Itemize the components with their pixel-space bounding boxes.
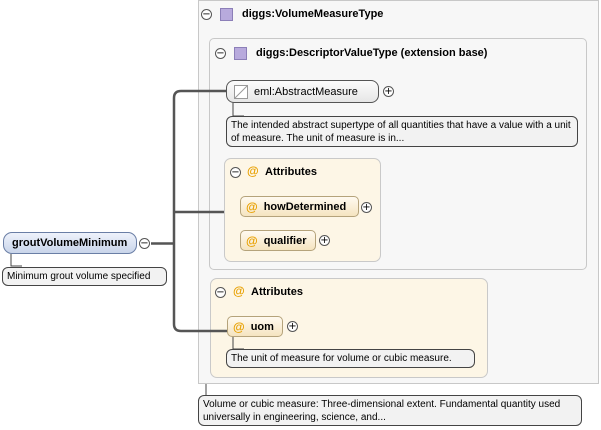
attribute-at-icon: @ [246, 233, 258, 248]
abstract-element-name: eml:AbstractMeasure [254, 85, 358, 98]
expand-abstract-button[interactable]: + [383, 86, 394, 97]
attributes-at-icon: @ [247, 164, 259, 178]
attribute-uom[interactable]: @ uom [227, 316, 283, 337]
type-panel-title: diggs:VolumeMeasureType [242, 8, 384, 20]
root-doc-pointer [10, 254, 22, 267]
base-type-icon [234, 47, 247, 60]
collapse-root-button[interactable]: − [139, 238, 150, 249]
uom-doc: The unit of measure for volume or cubic … [226, 349, 475, 368]
attribute-name: qualifier [263, 234, 307, 247]
abstract-measure-doc: The intended abstract supertype of all q… [226, 116, 578, 147]
attribute-how-determined[interactable]: @ howDetermined [240, 196, 359, 217]
expand-uom-button[interactable]: + [287, 321, 298, 332]
attribute-name: howDetermined [263, 200, 347, 213]
root-element-name: groutVolumeMinimum [12, 237, 128, 249]
attribute-at-icon: @ [246, 199, 258, 214]
own-attributes-at-icon: @ [233, 284, 245, 298]
collapse-base-button[interactable]: − [215, 48, 226, 59]
attribute-name: uom [250, 320, 274, 333]
collapse-own-attributes-button[interactable]: − [215, 287, 226, 298]
expand-qualifier-button[interactable]: + [319, 235, 330, 246]
base-panel-title: diggs:DescriptorValueType (extension bas… [256, 47, 488, 59]
attribute-at-icon: @ [233, 319, 245, 334]
root-element-grout-volume-minimum[interactable]: groutVolumeMinimum [3, 232, 137, 254]
own-attributes-title: Attributes [251, 286, 303, 298]
expand-how-determined-button[interactable]: + [361, 202, 372, 213]
collapse-type-button[interactable]: − [201, 9, 212, 20]
root-doc: Minimum grout volume specified [2, 267, 167, 286]
abstract-element-icon [234, 84, 248, 99]
base-attributes-title: Attributes [265, 166, 317, 178]
abstract-measure-element[interactable]: eml:AbstractMeasure [226, 80, 379, 103]
type-doc: Volume or cubic measure: Three-dimension… [198, 395, 582, 426]
attribute-qualifier[interactable]: @ qualifier [240, 230, 316, 251]
complex-type-icon [220, 8, 233, 21]
collapse-base-attributes-button[interactable]: − [230, 167, 241, 178]
